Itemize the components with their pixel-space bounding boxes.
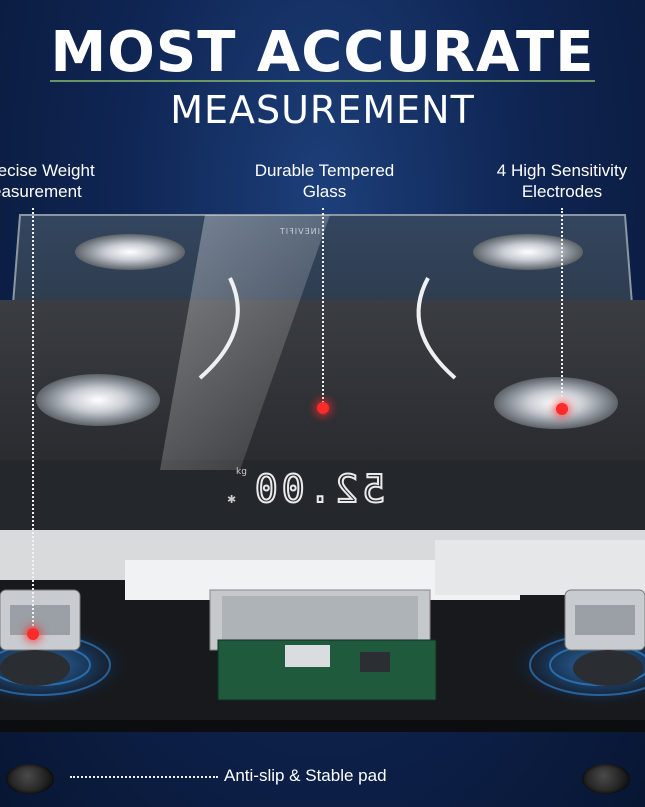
callout-glass: Durable Tempered Glass xyxy=(254,161,395,201)
electrode-bottom-right xyxy=(494,377,618,429)
right-pad-icon xyxy=(582,764,630,794)
callout-electrodes: 4 High Sensitivity Electrodes xyxy=(496,161,628,201)
headline-underline xyxy=(50,80,595,82)
brand-mark: INEVIFIT xyxy=(279,227,320,236)
weight-indicator xyxy=(27,628,39,640)
left-arc xyxy=(198,277,240,380)
headline-subtitle: MEASUREMENT xyxy=(170,88,475,132)
pad-leader xyxy=(70,776,218,778)
weight-leader xyxy=(32,208,34,630)
electrode-indicator xyxy=(556,403,568,415)
callout-weight: recise Weight easurement xyxy=(0,161,95,201)
headline-title: MOST ACCURATE xyxy=(50,20,595,85)
pad-label: Anti-slip & Stable pad xyxy=(224,766,387,785)
svg-text:✱: ✱ xyxy=(227,493,236,506)
svg-text:52.00: 52.00 xyxy=(251,467,385,511)
led-display: 52.00 kg ✱ xyxy=(227,466,386,512)
electrode-bottom-left xyxy=(36,374,160,426)
left-load-cell xyxy=(0,589,81,686)
left-pad-icon xyxy=(6,764,54,794)
svg-text:kg: kg xyxy=(236,467,247,477)
electrode-top-right xyxy=(473,234,583,270)
right-arc xyxy=(416,277,457,380)
glass-leader xyxy=(322,208,324,403)
circuit-board xyxy=(217,639,437,701)
electrode-leader xyxy=(561,208,563,404)
electrode-top-left xyxy=(75,234,185,270)
glass-indicator xyxy=(317,402,329,414)
right-load-cell xyxy=(564,589,645,686)
